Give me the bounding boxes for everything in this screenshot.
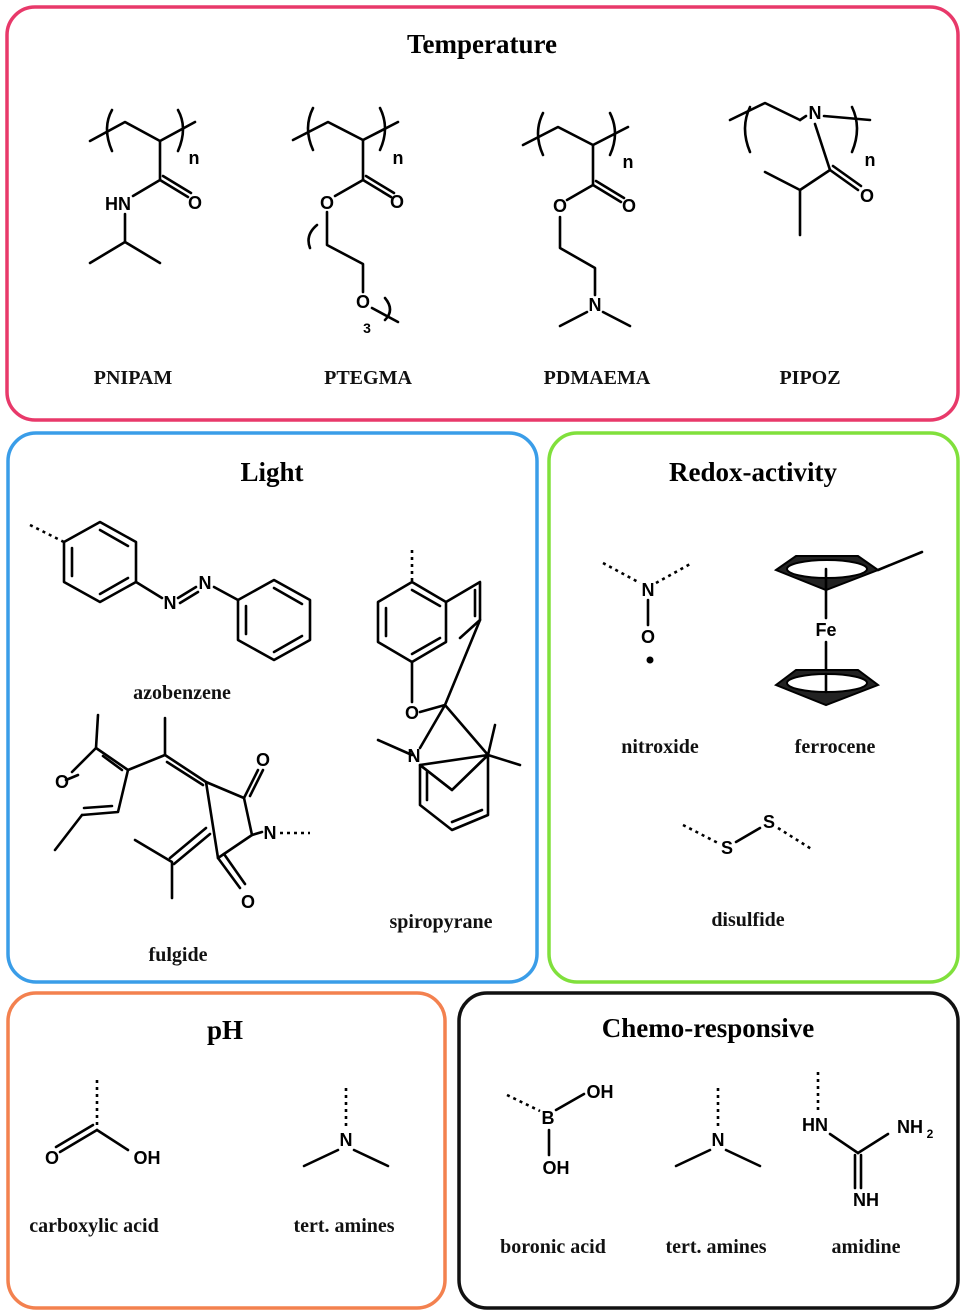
- svg-text:3: 3: [363, 320, 371, 336]
- structure-ferrocene: Fe: [773, 550, 924, 707]
- svg-text:O: O: [55, 772, 69, 792]
- svg-text:O: O: [405, 703, 419, 723]
- structure-tert-amine-ph: N: [302, 1088, 390, 1168]
- panel-redox: [547, 431, 960, 984]
- svg-text:O: O: [256, 750, 270, 770]
- label-ptegma: PTEGMA: [324, 367, 412, 389]
- structure-pipoz: n N O: [728, 101, 876, 237]
- svg-text:O: O: [45, 1148, 59, 1168]
- svg-text:O: O: [320, 193, 334, 213]
- svg-text:n: n: [189, 148, 200, 168]
- label-tert-amines-chemo: tert. amines: [665, 1236, 766, 1258]
- svg-text:n: n: [393, 148, 404, 168]
- panel-temperature: [5, 5, 960, 422]
- title-redox: Redox-activity: [669, 457, 837, 487]
- svg-text:n: n: [623, 152, 634, 172]
- svg-text:NH: NH: [897, 1117, 923, 1137]
- label-carboxylic-acid: carboxylic acid: [29, 1215, 158, 1237]
- svg-text:N: N: [408, 746, 421, 766]
- structure-azobenzene: N N: [29, 520, 312, 662]
- svg-text:OH: OH: [587, 1082, 614, 1102]
- svg-text:B: B: [542, 1108, 555, 1128]
- svg-text:O: O: [860, 186, 874, 206]
- panel-light: [6, 431, 539, 984]
- label-boronic-acid: boronic acid: [500, 1236, 606, 1258]
- structure-tert-amine-chemo: N: [674, 1088, 762, 1168]
- label-azobenzene: azobenzene: [133, 682, 231, 704]
- svg-text:Fe: Fe: [815, 620, 836, 640]
- svg-text:OH: OH: [134, 1148, 161, 1168]
- title-temperature: Temperature: [407, 29, 557, 59]
- svg-text:O: O: [241, 892, 255, 912]
- svg-text:N: N: [589, 295, 602, 315]
- svg-text:N: N: [809, 103, 822, 123]
- svg-text:OH: OH: [543, 1158, 570, 1178]
- label-disulfide: disulfide: [711, 909, 784, 931]
- label-fulgide: fulgide: [149, 944, 208, 966]
- label-pnipam: PNIPAM: [94, 367, 173, 389]
- label-amidine: amidine: [832, 1236, 901, 1258]
- svg-text:N: N: [712, 1130, 725, 1150]
- svg-text:N: N: [164, 593, 177, 613]
- svg-text:S: S: [721, 838, 733, 858]
- svg-text:O: O: [641, 627, 655, 647]
- svg-text:2: 2: [927, 1127, 934, 1141]
- label-ferrocene: ferrocene: [795, 736, 876, 758]
- label-spiropyrane: spiropyrane: [390, 911, 493, 933]
- svg-text:O: O: [622, 196, 636, 216]
- svg-text:O: O: [390, 192, 404, 212]
- svg-text:NH: NH: [853, 1190, 879, 1210]
- structure-fulgide: O O N O: [53, 713, 310, 912]
- structure-boronic-acid: B OH OH: [506, 1082, 614, 1178]
- svg-text:S: S: [763, 812, 775, 832]
- svg-text:N: N: [642, 580, 655, 600]
- structure-pdmaema: n O O N: [521, 111, 636, 328]
- label-nitroxide: nitroxide: [621, 736, 699, 758]
- title-light: Light: [240, 457, 303, 487]
- structure-disulfide: S S: [682, 812, 814, 858]
- label-pdmaema: PDMAEMA: [544, 367, 651, 389]
- label-pipoz: PIPOZ: [779, 367, 840, 389]
- svg-text:N: N: [264, 823, 277, 843]
- panel-ph: [6, 991, 447, 1310]
- svg-text:HN: HN: [802, 1115, 828, 1135]
- svg-text:O: O: [553, 196, 567, 216]
- structure-carboxylic-acid: O OH: [45, 1080, 161, 1168]
- svg-text:N: N: [199, 573, 212, 593]
- structure-spiropyrane: O N: [376, 550, 522, 832]
- label-tert-amines-ph: tert. amines: [293, 1215, 394, 1237]
- title-ph: pH: [207, 1015, 243, 1045]
- structure-amidine: HN NH 2 NH: [802, 1072, 934, 1210]
- svg-text:n: n: [865, 150, 876, 170]
- svg-text:O: O: [188, 193, 202, 213]
- svg-text:HN: HN: [105, 194, 131, 214]
- title-chemo: Chemo-responsive: [602, 1013, 815, 1043]
- svg-text:O: O: [356, 292, 370, 312]
- structure-pnipam: n HN O: [88, 108, 202, 265]
- structure-nitroxide: N O: [602, 561, 693, 664]
- structure-ptegma: n O O O 3: [291, 106, 404, 336]
- svg-text:N: N: [340, 1130, 353, 1150]
